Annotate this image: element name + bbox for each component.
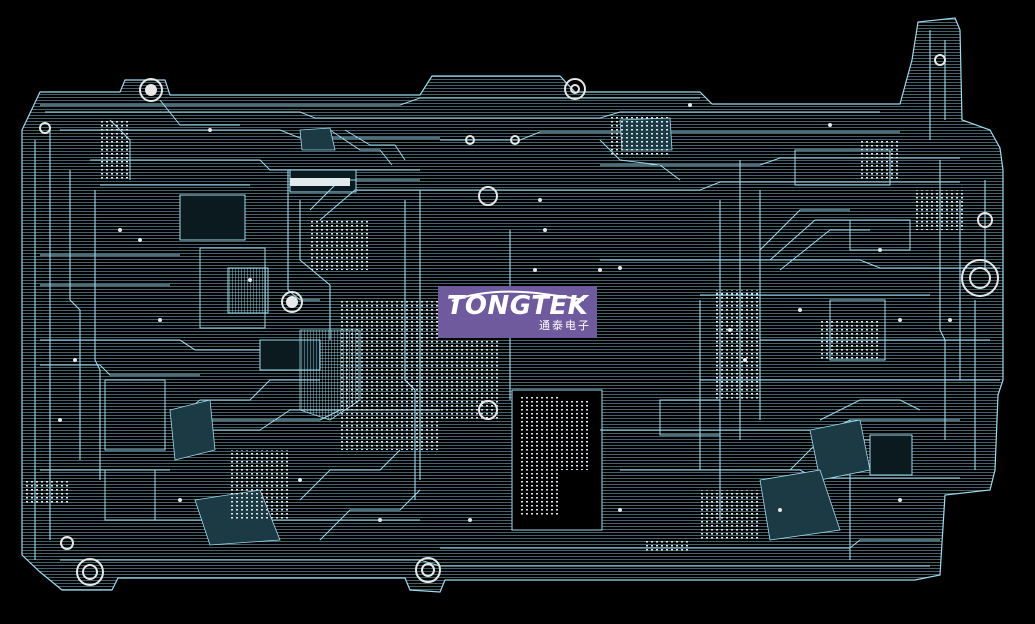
tongtek-logo-badge: TONGTEK 通泰电子 — [438, 286, 597, 338]
logo-brand-text: TONGTEK — [446, 291, 589, 321]
logo-tagline-text: 通泰电子 — [539, 319, 591, 332]
logo-swoosh-icon — [451, 290, 585, 302]
component-pads — [25, 115, 965, 552]
mounting-holes — [39, 54, 999, 586]
vias — [58, 103, 952, 522]
